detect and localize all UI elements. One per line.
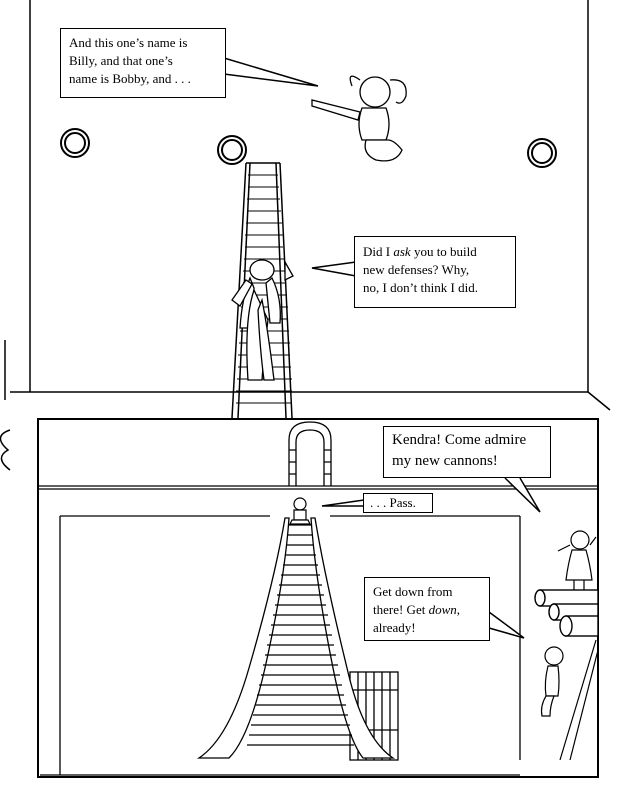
standing-figure [557, 530, 597, 590]
bubble-tails [223, 57, 541, 639]
seated-figure [289, 497, 311, 525]
bubble-line: Kendra! Come admire [392, 432, 527, 448]
wall-rings [60, 128, 557, 168]
bubble-line: there! Get down, [373, 601, 481, 619]
speech-bubble-pass: . . . Pass. [363, 493, 433, 513]
cannons [534, 589, 599, 637]
bubble-emphasis: ask [393, 244, 411, 259]
speech-bubble-defenses: Did I ask you to build new defenses? Why… [354, 236, 516, 308]
ladder-figure [540, 639, 599, 761]
climbing-figure [231, 259, 294, 381]
speech-bubble-billy: And this one’s name is Billy, and that o… [60, 28, 226, 98]
bubble-line: Did I ask you to build [363, 243, 507, 261]
speech-bubble-kendra: Kendra! Come admire my new cannons! [383, 426, 551, 478]
bubble-line: And this one’s name is [69, 35, 188, 50]
speech-bubble-get-down: Get down from there! Get down, already! [364, 577, 490, 641]
bubble-line: already! [373, 620, 416, 635]
bubble-emphasis: down [428, 602, 457, 617]
bubble-line: Get down from [373, 584, 453, 599]
bubble-line: no, I don’t think I did. [363, 280, 478, 295]
bubble-line: new defenses? Why, [363, 262, 470, 277]
bubble-line: Billy, and that one’s [69, 53, 173, 68]
floating-figure [311, 75, 407, 162]
bubble-text: Did I [363, 244, 394, 259]
bubble-text: . . . Pass. [370, 495, 416, 510]
bubble-text: there! Get [373, 602, 429, 617]
bottom-room [38, 421, 598, 776]
top-room [0, 0, 611, 471]
bubble-line: my new cannons! [392, 453, 498, 469]
bubble-text: , [456, 602, 461, 617]
bubble-text: you to build [410, 244, 477, 259]
big-staircase [196, 517, 396, 759]
bubble-line: name is Bobby, and . . . [69, 71, 191, 86]
